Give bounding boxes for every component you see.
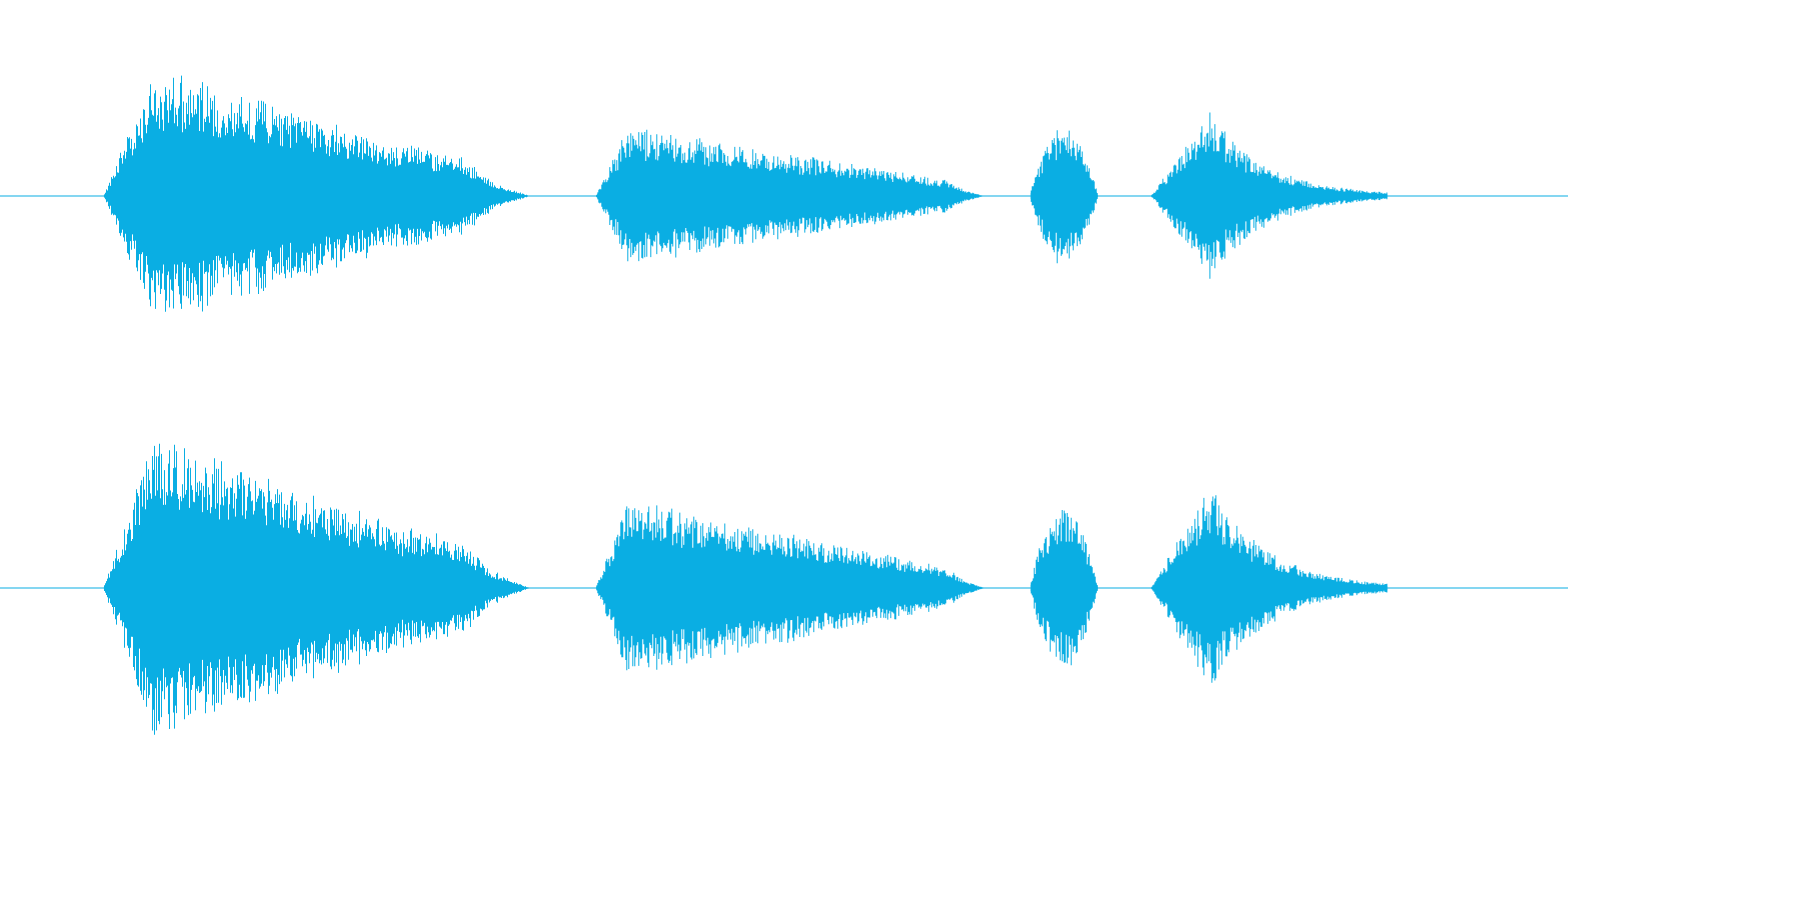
waveform-segment-2: [596, 505, 985, 671]
waveform-core: [596, 547, 985, 629]
waveform-segment-1: [103, 75, 531, 312]
waveform-core: [103, 136, 531, 256]
waveform-core: [596, 164, 985, 228]
waveform-core: [1030, 163, 1098, 229]
channel-2-waveform: [0, 392, 1568, 784]
channel-2-plot: [0, 443, 1568, 735]
channel-1-waveform: [0, 0, 1568, 392]
waveform-core: [1151, 539, 1388, 637]
channel-1-plot: [0, 75, 1568, 312]
waveform-core: [1030, 551, 1098, 625]
waveform-core: [1151, 156, 1388, 236]
waveform-segment-1: [103, 443, 531, 735]
waveform-segment-4: [1151, 112, 1388, 279]
waveform-segment-3: [1030, 510, 1098, 666]
waveform-segment-2: [596, 129, 985, 262]
waveform-segment-3: [1030, 130, 1098, 264]
waveform-view: [0, 0, 1568, 784]
waveform-segment-4: [1151, 495, 1388, 683]
waveform-core: [103, 517, 531, 659]
